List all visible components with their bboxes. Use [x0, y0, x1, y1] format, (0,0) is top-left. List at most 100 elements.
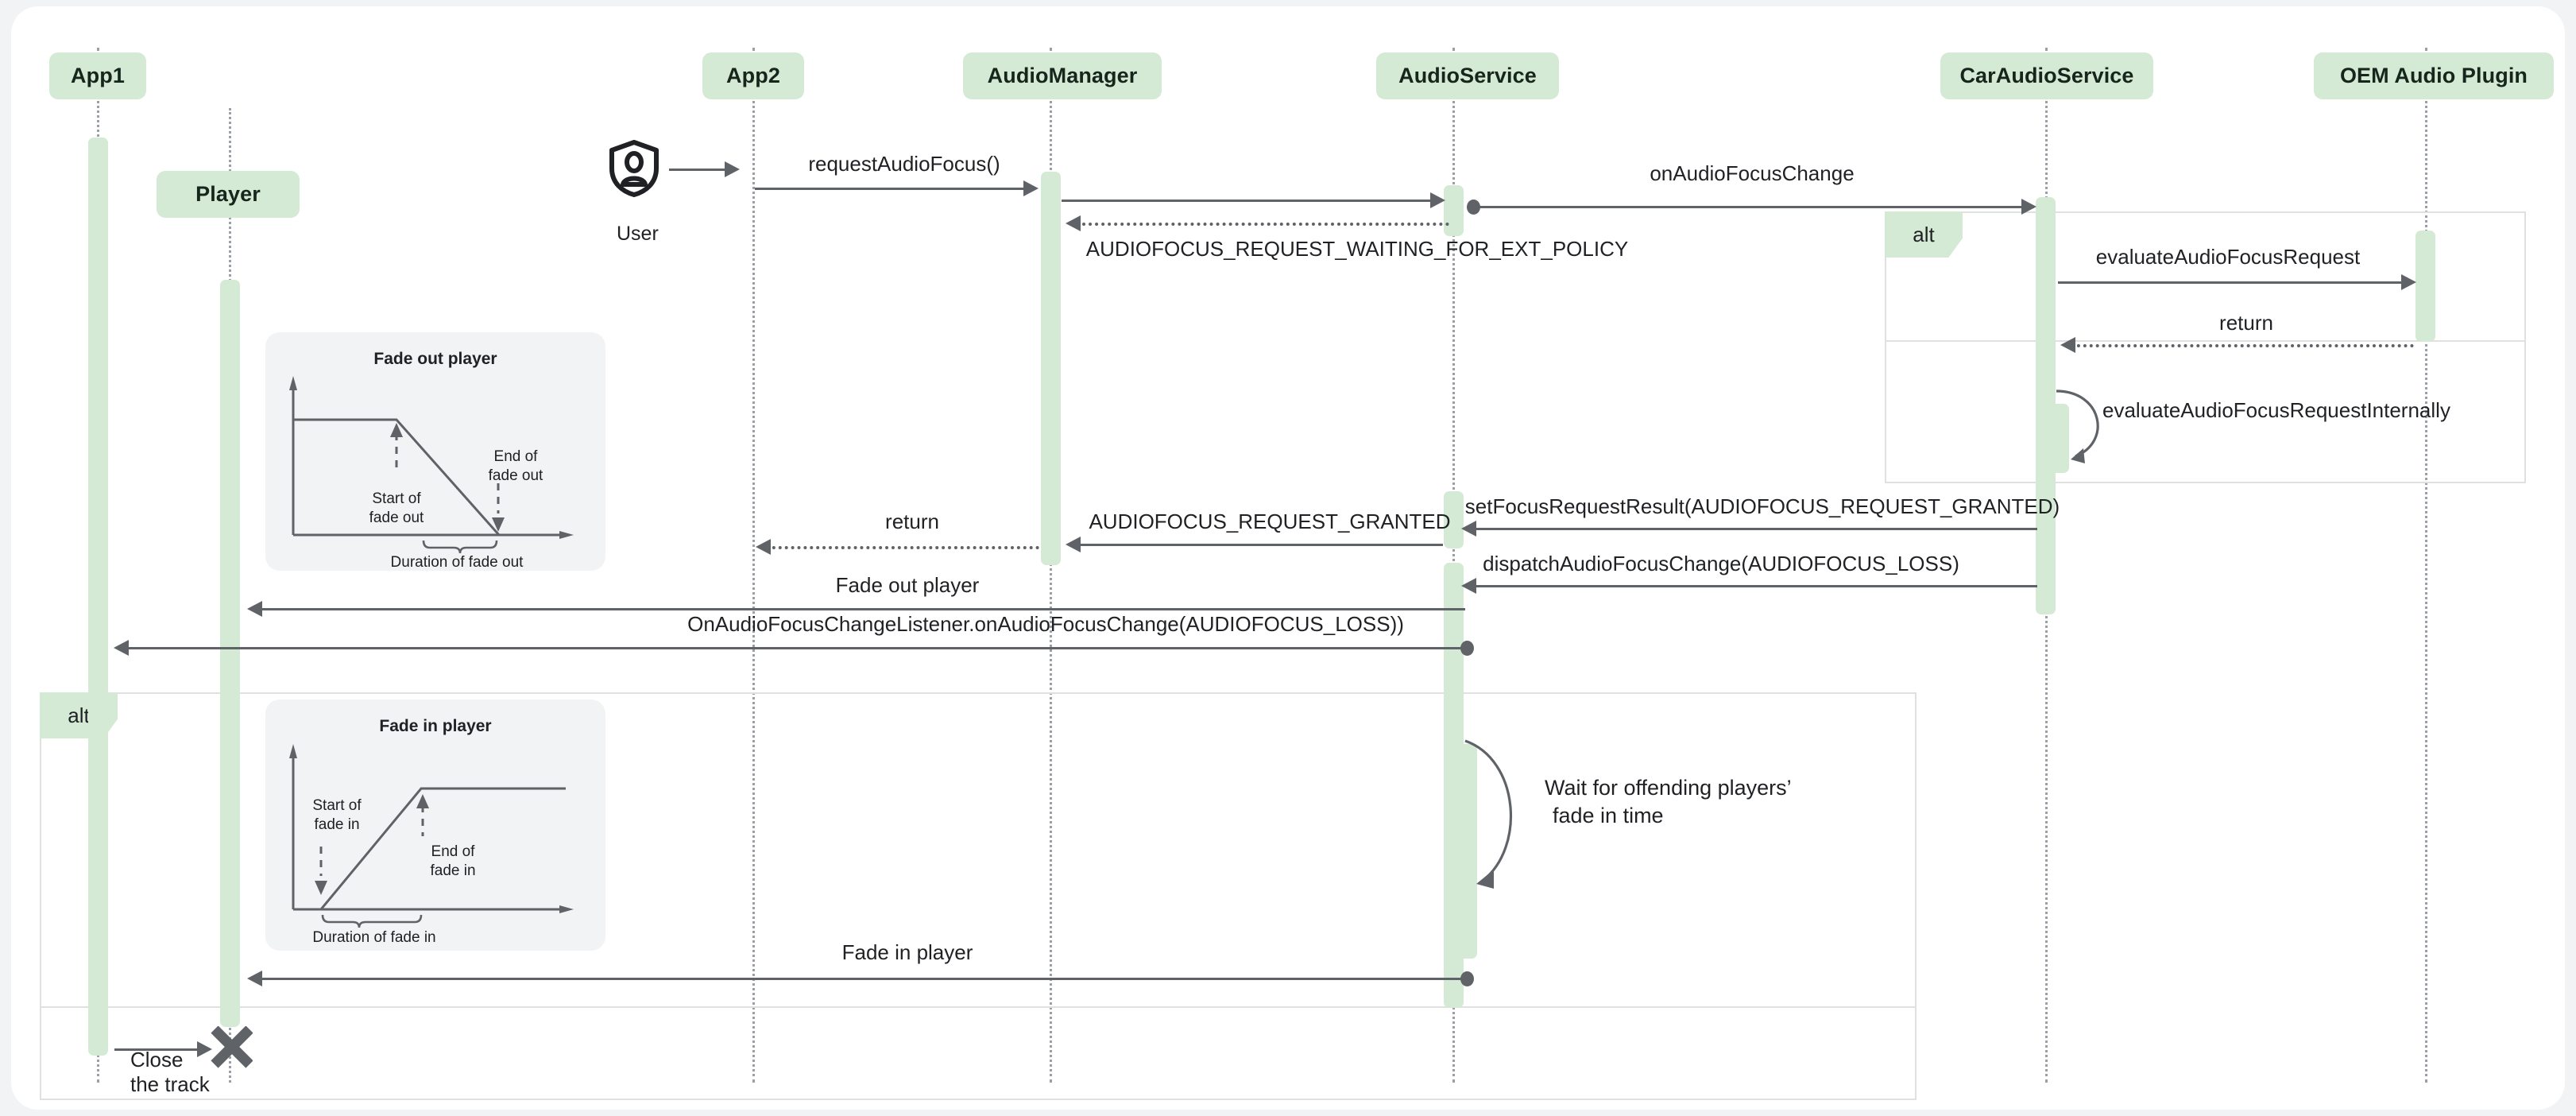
- message-label-wait-fade-in: Wait for offending players’ fade in time: [1545, 774, 1792, 830]
- participant-player[interactable]: Player: [157, 171, 300, 218]
- fade-out-chart-plot: [289, 376, 574, 554]
- message-label-evaluateAudioFocusRequestInternally: evaluateAudioFocusRequestInternally: [2102, 398, 2450, 422]
- activation-oemplugin: [2415, 231, 2435, 342]
- close-track-line1: Close: [130, 1048, 184, 1071]
- fade-in-end-label: End of fade in: [391, 843, 515, 881]
- alt-fragment-left-divider: [40, 1006, 1917, 1008]
- diagram-canvas: alt alt App1 Player App2 AudioManager: [11, 6, 2565, 1110]
- lifeline-app2: [752, 48, 755, 1083]
- destruction-x-icon: [211, 1026, 253, 1068]
- message-label-requestAudioFocus: requestAudioFocus(): [808, 152, 1000, 176]
- wait-note-line1: Wait for offending players’: [1545, 776, 1792, 800]
- arrowhead-audioservice-to-player-fadeout: [247, 601, 262, 617]
- user-actor-label: User: [617, 223, 659, 245]
- arrow-caraudioservice-to-audioservice-dispatch: [1472, 585, 2037, 587]
- participant-label-caraudioservice: CarAudioService: [1959, 64, 2134, 87]
- fade-out-duration-label: Duration of fade out: [390, 554, 524, 571]
- self-loop-audioservice-wait: [1464, 739, 1513, 889]
- arrowhead-caraudioservice-to-oem: [2401, 274, 2416, 290]
- arrow-audioservice-to-app1-listener: [124, 647, 1467, 649]
- arrowhead-audioservice-to-app1-listener: [114, 640, 129, 656]
- arrowhead-audiofocus-waiting-ext-policy: [1066, 215, 1081, 231]
- fade-in-end-line1: End of: [431, 843, 475, 860]
- fade-in-chart-title: Fade in player: [379, 717, 492, 735]
- alt-label-text-right: alt: [1913, 222, 1935, 246]
- arrow-audioservice-to-caraudioservice: [1473, 206, 2034, 208]
- fade-out-start-line1: Start of: [372, 490, 421, 507]
- fade-in-end-line2: fade in: [430, 862, 476, 879]
- wait-note-line2: fade in time: [1553, 804, 1664, 828]
- participant-app1[interactable]: App1: [49, 52, 146, 99]
- activation-audioservice-4: [1457, 744, 1477, 959]
- fade-in-chart-card: Fade in player Start of fade: [265, 699, 605, 951]
- activation-player: [220, 280, 240, 1027]
- fade-out-start-line2: fade out: [369, 509, 424, 526]
- fade-in-start-line1: Start of: [312, 797, 362, 814]
- message-origin-dot-fadein: [1460, 971, 1474, 986]
- lifeline-audiomanager: [1050, 48, 1052, 1083]
- fade-in-duration-label: Duration of fade in: [312, 929, 436, 946]
- activation-caraudioservice-self: [2049, 404, 2069, 473]
- arrow-caraudioservice-to-audioservice-result: [1472, 528, 2037, 530]
- alt-label-text-left: alt: [68, 703, 90, 727]
- participant-label-oemplugin: OEM Audio Plugin: [2339, 64, 2528, 87]
- fade-out-end-line1: End of: [493, 448, 538, 465]
- fade-out-chart-title: Fade out player: [373, 350, 497, 368]
- message-label-waiting-for-ext-policy: AUDIOFOCUS_REQUEST_WAITING_FOR_EXT_POLIC…: [1085, 237, 1629, 261]
- arrowhead-audioservice-to-caraudioservice: [2021, 199, 2036, 215]
- arrowhead-user-to-app2: [725, 161, 740, 177]
- message-label-onAudioFocusChangeListener: OnAudioFocusChangeListener.onAudioFocusC…: [687, 612, 1404, 636]
- participant-app2[interactable]: App2: [702, 52, 804, 99]
- arrowhead-audioservice-to-audiomanager-granted: [1066, 537, 1081, 552]
- activation-audioservice-2: [1444, 491, 1464, 548]
- fade-out-end-label: End of fade out: [456, 448, 575, 486]
- arrow-audioservice-to-player-fadeout: [257, 608, 1465, 610]
- fade-out-end-line2: fade out: [488, 467, 543, 484]
- arrow-user-to-app2: [669, 169, 726, 171]
- fade-out-start-label: Start of fade out: [329, 490, 464, 528]
- fade-in-chart-plot: [289, 744, 574, 928]
- participant-label-audioservice: AudioService: [1398, 64, 1537, 87]
- participant-audioservice[interactable]: AudioService: [1376, 52, 1559, 99]
- arrowhead-audiomanager-to-app2-return: [756, 539, 771, 555]
- message-label-fade-in-player: Fade in player: [841, 940, 973, 964]
- message-label-return-audiomanager: return: [885, 510, 939, 533]
- lifeline-oemplugin: [2425, 48, 2427, 1083]
- participant-label-app2: App2: [726, 64, 780, 87]
- arrowhead-caraudioservice-to-audioservice-result: [1461, 521, 1476, 537]
- message-origin-dot-listener: [1460, 641, 1474, 656]
- participant-oemplugin[interactable]: OEM Audio Plugin: [2314, 52, 2554, 99]
- fade-in-start-line2: fade in: [314, 816, 360, 833]
- arrowhead-oem-to-caraudioservice-return: [2060, 337, 2075, 353]
- user-shield-icon: [609, 140, 659, 197]
- activation-audiomanager: [1041, 172, 1061, 565]
- arrowhead-app1-to-player-close: [197, 1041, 212, 1057]
- activation-app1: [88, 138, 108, 1056]
- participant-audiomanager[interactable]: AudioManager: [963, 52, 1162, 99]
- arrow-app1-to-player-close: [114, 1048, 199, 1051]
- arrow-caraudioservice-to-oem: [2058, 281, 2404, 284]
- alt-fragment-right-label: alt: [1885, 211, 1963, 258]
- arrowhead-caraudioservice-to-audioservice-dispatch: [1461, 578, 1476, 594]
- fade-in-start-label: Start of fade in: [273, 796, 400, 835]
- message-label-audiofocus-request-granted: AUDIOFOCUS_REQUEST_GRANTED: [1089, 510, 1451, 533]
- arrow-audioservice-to-audiomanager-granted: [1076, 544, 1443, 546]
- alt-fragment-right-divider: [1885, 340, 2526, 342]
- participant-label-app1: App1: [71, 64, 125, 87]
- participant-label-audiomanager: AudioManager: [987, 64, 1138, 87]
- arrow-audiomanager-to-audioservice: [1062, 200, 1441, 202]
- close-track-line2: the track: [130, 1072, 210, 1097]
- message-label-onAudioFocusChange: onAudioFocusChange: [1650, 161, 1855, 185]
- arrow-app2-to-audiomanager: [755, 188, 1025, 190]
- message-label-setFocusRequestResult: setFocusRequestResult(AUDIOFOCUS_REQUEST…: [1464, 494, 2060, 518]
- arrowhead-audioservice-to-player-fadein: [247, 971, 262, 986]
- message-label-close-track: Close the track: [130, 1048, 210, 1097]
- arrowhead-audiomanager-to-audioservice: [1430, 192, 1445, 208]
- participant-caraudioservice[interactable]: CarAudioService: [1940, 52, 2153, 99]
- arrow-audiomanager-to-app2-return: [766, 546, 1039, 549]
- participant-label-player: Player: [195, 182, 261, 206]
- alt-fragment-left: [40, 692, 1917, 1100]
- message-label-dispatchAudioFocusChange: dispatchAudioFocusChange(AUDIOFOCUS_LOSS…: [1483, 552, 1959, 575]
- message-label-fade-out-player: Fade out player: [835, 573, 980, 597]
